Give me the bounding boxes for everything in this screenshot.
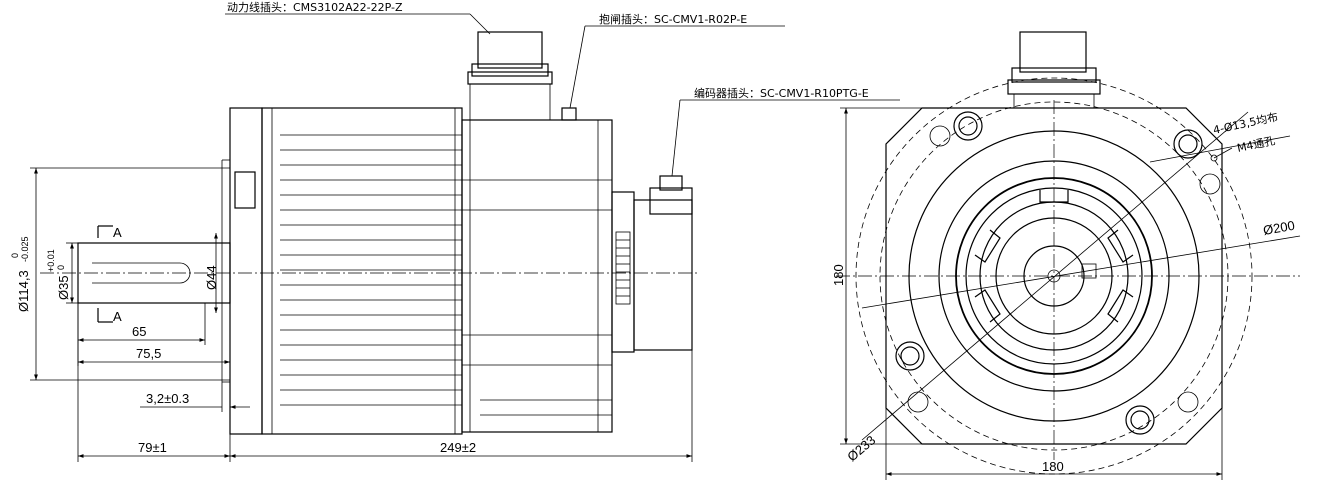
front-connector: [1007, 31, 1101, 108]
flange-pilot-dia-label: Ø114,3: [16, 270, 31, 312]
dim-flange-thickness: 3,2±0.3: [140, 382, 250, 412]
dim-boss: Ø44: [204, 233, 219, 313]
dim-overall: 79±1 249±2: [77, 303, 693, 462]
boss-dia-label: Ø44: [204, 265, 219, 290]
encoder-connector-label: 编码器插头：SC-CMV1-R10PTG-E: [694, 86, 869, 100]
flange-thickness-label: 3,2±0.3: [146, 391, 189, 406]
shaft-dia-label: Ø35: [56, 275, 71, 300]
brake-connector: [561, 25, 586, 121]
section-marks: A A: [97, 225, 122, 324]
shaft-length-label: 75,5: [136, 346, 161, 361]
side-view: A A Ø114,3 0 -0.025 Ø35 +0.01 0 Ø44: [10, 0, 900, 462]
motor-body: [261, 107, 463, 435]
front-leaders: [861, 111, 1301, 441]
dim-width: 180: [885, 408, 1223, 480]
dim-shaft: Ø35 +0.01 0: [46, 242, 78, 304]
cooling-fins: [280, 134, 462, 406]
power-connector: [467, 31, 553, 120]
dim-height: 180: [831, 107, 922, 445]
callout-leaders: [225, 13, 785, 35]
shaft-tol-upper: +0.01: [46, 249, 56, 272]
dim-flange-pilot: Ø114,3 0 -0.025: [10, 167, 230, 381]
encoder-connector: [611, 99, 900, 353]
flange-pilot-tol-upper: 0: [10, 253, 20, 258]
brake-connector-label: 抱闸插头：SC-CMV1-R02P-E: [599, 12, 747, 26]
dim-shaft-length: 75,5: [77, 345, 231, 366]
section-mark-bottom: A: [113, 309, 122, 324]
shaft-tol-lower: 0: [56, 265, 66, 270]
key-length-label: 65: [132, 324, 146, 339]
bolt-circle-label: Ø200: [1262, 218, 1296, 238]
shaft: [40, 242, 700, 304]
flange-pilot-tol-lower: -0.025: [20, 236, 30, 262]
power-connector-label: 动力线插头：CMS3102A22-22P-Z: [227, 0, 403, 14]
section-mark-top: A: [113, 225, 122, 240]
shaft-projection-label: 79±1: [138, 440, 167, 455]
body-length-label: 249±2: [440, 440, 476, 455]
tapped-hole-label: M4通孔: [1236, 134, 1276, 155]
front-flange: [221, 107, 263, 435]
dim-key-length: 65: [77, 303, 206, 345]
front-view: 180 180 Ø200 Ø233 4-Ø13,5均布 M4通孔: [831, 31, 1301, 480]
rear-housing: [461, 119, 613, 433]
width-label: 180: [1042, 459, 1064, 474]
height-label: 180: [831, 264, 846, 286]
outer-circle-label: Ø233: [844, 432, 878, 464]
